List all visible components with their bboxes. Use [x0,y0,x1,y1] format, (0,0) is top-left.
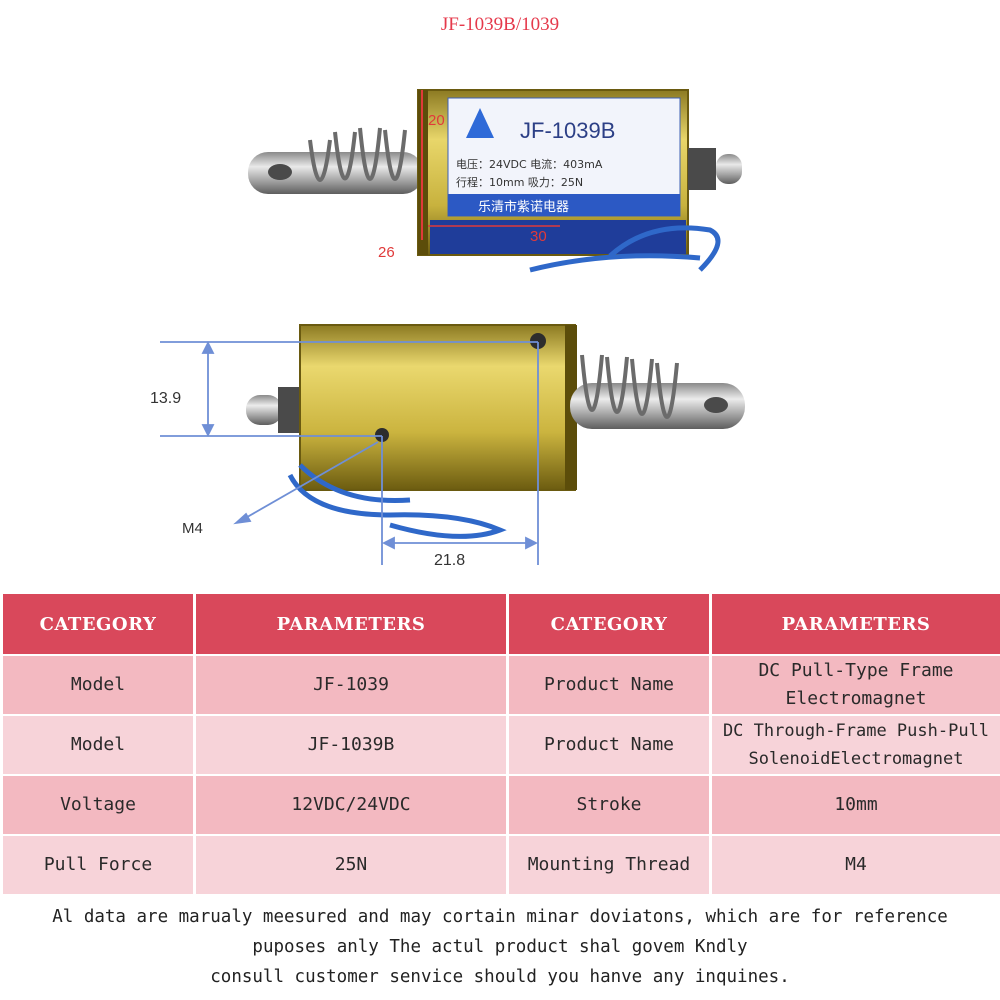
cell-parameter-line: Electromagnet [785,688,927,709]
disclaimer-text: Al data are marualy meesured and may cor… [10,902,990,992]
dimension-width-top: 26 [378,244,395,261]
dimension-thread: M4 [182,520,203,537]
dimension-length-top: 30 [530,228,547,245]
cell-category: Model [3,716,193,774]
table-header-row: CATEGORY PARAMETERS CATEGORY PARAMETERS [3,594,1000,654]
cell-parameter-line: DC Pull-Type Frame [758,660,954,681]
table-row: Pull Force 25N Mounting Thread M4 [3,836,1000,894]
label-model-text: JF-1039B [520,118,615,143]
header-category-1: CATEGORY [3,594,193,654]
dimension-height-top: 20 [428,112,445,129]
solenoid-side-view-image [160,324,745,565]
table-row: Voltage 12VDC/24VDC Stroke 10mm [3,776,1000,834]
cell-parameter: DC Pull-Type Frame Electromagnet [712,656,1000,714]
spec-table: CATEGORY PARAMETERS CATEGORY PARAMETERS … [0,592,1000,896]
cell-parameter: JF-1039 [196,656,506,714]
cell-parameter: DC Through-Frame Push-Pull SolenoidElect… [712,716,1000,774]
dimension-mount-spacing: 21.8 [434,552,466,569]
header-parameters-1: PARAMETERS [196,594,506,654]
cell-parameter: 25N [196,836,506,894]
cell-category: Product Name [509,716,709,774]
disclaimer-line: Al data are marualy meesured and may cor… [52,907,948,927]
table-row: Model JF-1039B Product Name DC Through-F… [3,716,1000,774]
dimension-mount-height: 13.9 [150,390,182,407]
cell-parameter: 10mm [712,776,1000,834]
cell-parameter-line: DC Through-Frame Push-Pull [722,721,990,741]
label-maker-text: 乐清市紫诺电器 [478,199,569,215]
page-title: JF-1039B/1039 [440,14,560,35]
cell-parameter: M4 [712,836,1000,894]
cell-parameter-line: SolenoidElectromagnet [748,749,964,769]
label-line1-text: 电压：24VDC 电流：403mA [456,157,603,171]
cell-parameter: JF-1039B [196,716,506,774]
cell-category: Product Name [509,656,709,714]
disclaimer-line: consull customer senvice should you hanv… [210,967,790,987]
cell-category: Voltage [3,776,193,834]
header-category-2: CATEGORY [509,594,709,654]
disclaimer-line: puposes anly The actul product shal gove… [252,937,748,957]
cell-category: Model [3,656,193,714]
cell-category: Pull Force [3,836,193,894]
cell-category: Stroke [509,776,709,834]
header-parameters-2: PARAMETERS [712,594,1000,654]
cell-parameter: 12VDC/24VDC [196,776,506,834]
label-line2-text: 行程：10mm 吸力：25N [456,176,583,189]
table-row: Model JF-1039 Product Name DC Pull-Type … [3,656,1000,714]
cell-category: Mounting Thread [509,836,709,894]
solenoid-top-view-image: JF-1039B 电压：24VDC 电流：403mA 行程：10mm 吸力：25… [248,89,742,273]
